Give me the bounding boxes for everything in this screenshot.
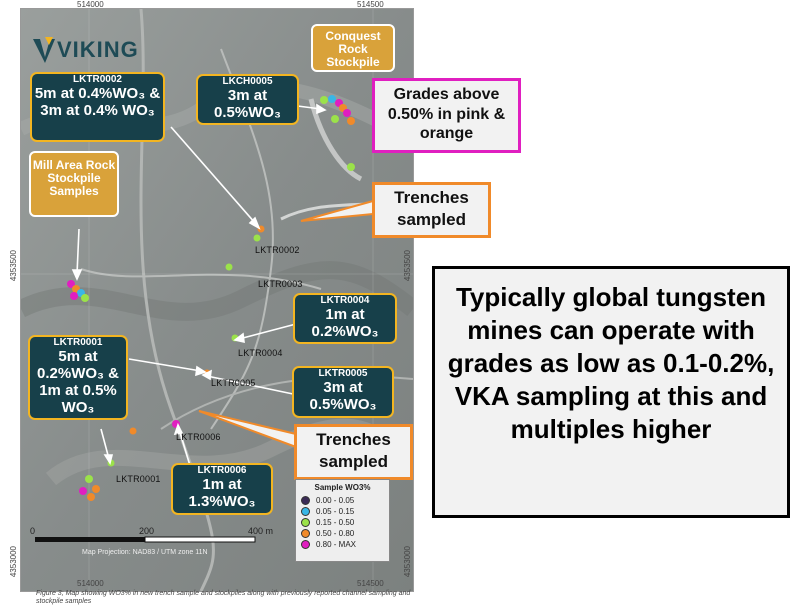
grades-callout: Grades above 0.50% in pink & orange [372,78,521,153]
trench-label-lktr0005: LKTR0005 [211,378,256,388]
figure-caption: Figure 3; Map showing WO3% in new trench… [36,590,411,605]
trench-label-lktr0004: LKTR0004 [238,348,283,358]
result-box-lktr0006: LKTR0006 1m at 1.3%WO₃ [171,463,273,515]
result-box-lktr0002: LKTR0002 5m at 0.4%WO₃ & 3m at 0.4% WO₃ [30,72,165,142]
legend-swatch [301,518,310,527]
scale-zero: 0 [30,526,36,536]
scale-bar [35,536,256,543]
coord-right-4353000: 4353000 [403,546,412,578]
trench-label-lktr0002: LKTR0002 [255,245,300,255]
callout-arrows [71,98,327,470]
coord-right-4353500: 4353500 [403,250,412,282]
coord-left-4353500: 4353500 [9,250,18,282]
legend-row: 0.15 - 0.50 [301,517,384,528]
legend-row: 0.05 - 0.15 [301,506,384,517]
legend-swatch [301,507,310,516]
trenches-callout-bottom: Trenches sampled [294,424,413,480]
map-legend: Sample WO3% 0.00 - 0.05 0.05 - 0.15 0.15… [295,479,390,562]
trench-label-lktr0006: LKTR0006 [176,432,221,442]
mill-area-stockpile-box: Mill Area Rock Stockpile Samples [29,151,119,217]
coord-top-514000: 514000 [77,0,104,9]
legend-swatch [301,540,310,549]
coord-left-4353000: 4353000 [9,546,18,578]
scale-end: 400 m [248,526,274,536]
legend-title: Sample WO3% [314,483,371,492]
result-box-lktr0001: LKTR0001 5m at 0.2%WO₃ & 1m at 0.5% WO₃ [28,335,128,420]
legend-swatch [301,529,310,538]
trenches-callout-top: Trenches sampled [372,182,491,238]
viking-mark-icon [33,37,55,63]
scale-mid: 200 [139,526,155,536]
viking-logo: VIKING [31,35,141,65]
legend-row: 0.00 - 0.05 [301,495,384,506]
result-box-lktr0004: LKTR0004 1m at 0.2%WO₃ [293,293,397,344]
coord-bottom-514500: 514500 [357,579,384,588]
legend-row: 0.50 - 0.80 [301,528,384,539]
sample-points [67,95,355,501]
coord-bottom-514000: 514000 [77,579,104,588]
conquest-stockpile-box: Conquest Rock Stockpile [311,24,395,72]
legend-swatch [301,496,310,505]
result-box-lktr0005: LKTR0005 3m at 0.5%WO₃ [292,366,394,418]
result-box-lkch0005: LKCH0005 3m at 0.5%WO₃ [196,74,299,125]
logo-text: VIKING [57,37,139,62]
trench-label-lktr0003: LKTR0003 [258,279,303,289]
trench-label-lktr0001: LKTR0001 [116,474,161,484]
legend-row: 0.80 - MAX [301,539,384,550]
summary-callout: Typically global tungsten mines can oper… [432,266,790,518]
map-projection: Map Projection: NAD83 / UTM zone 11N [82,549,208,556]
coord-top-514500: 514500 [357,0,384,9]
